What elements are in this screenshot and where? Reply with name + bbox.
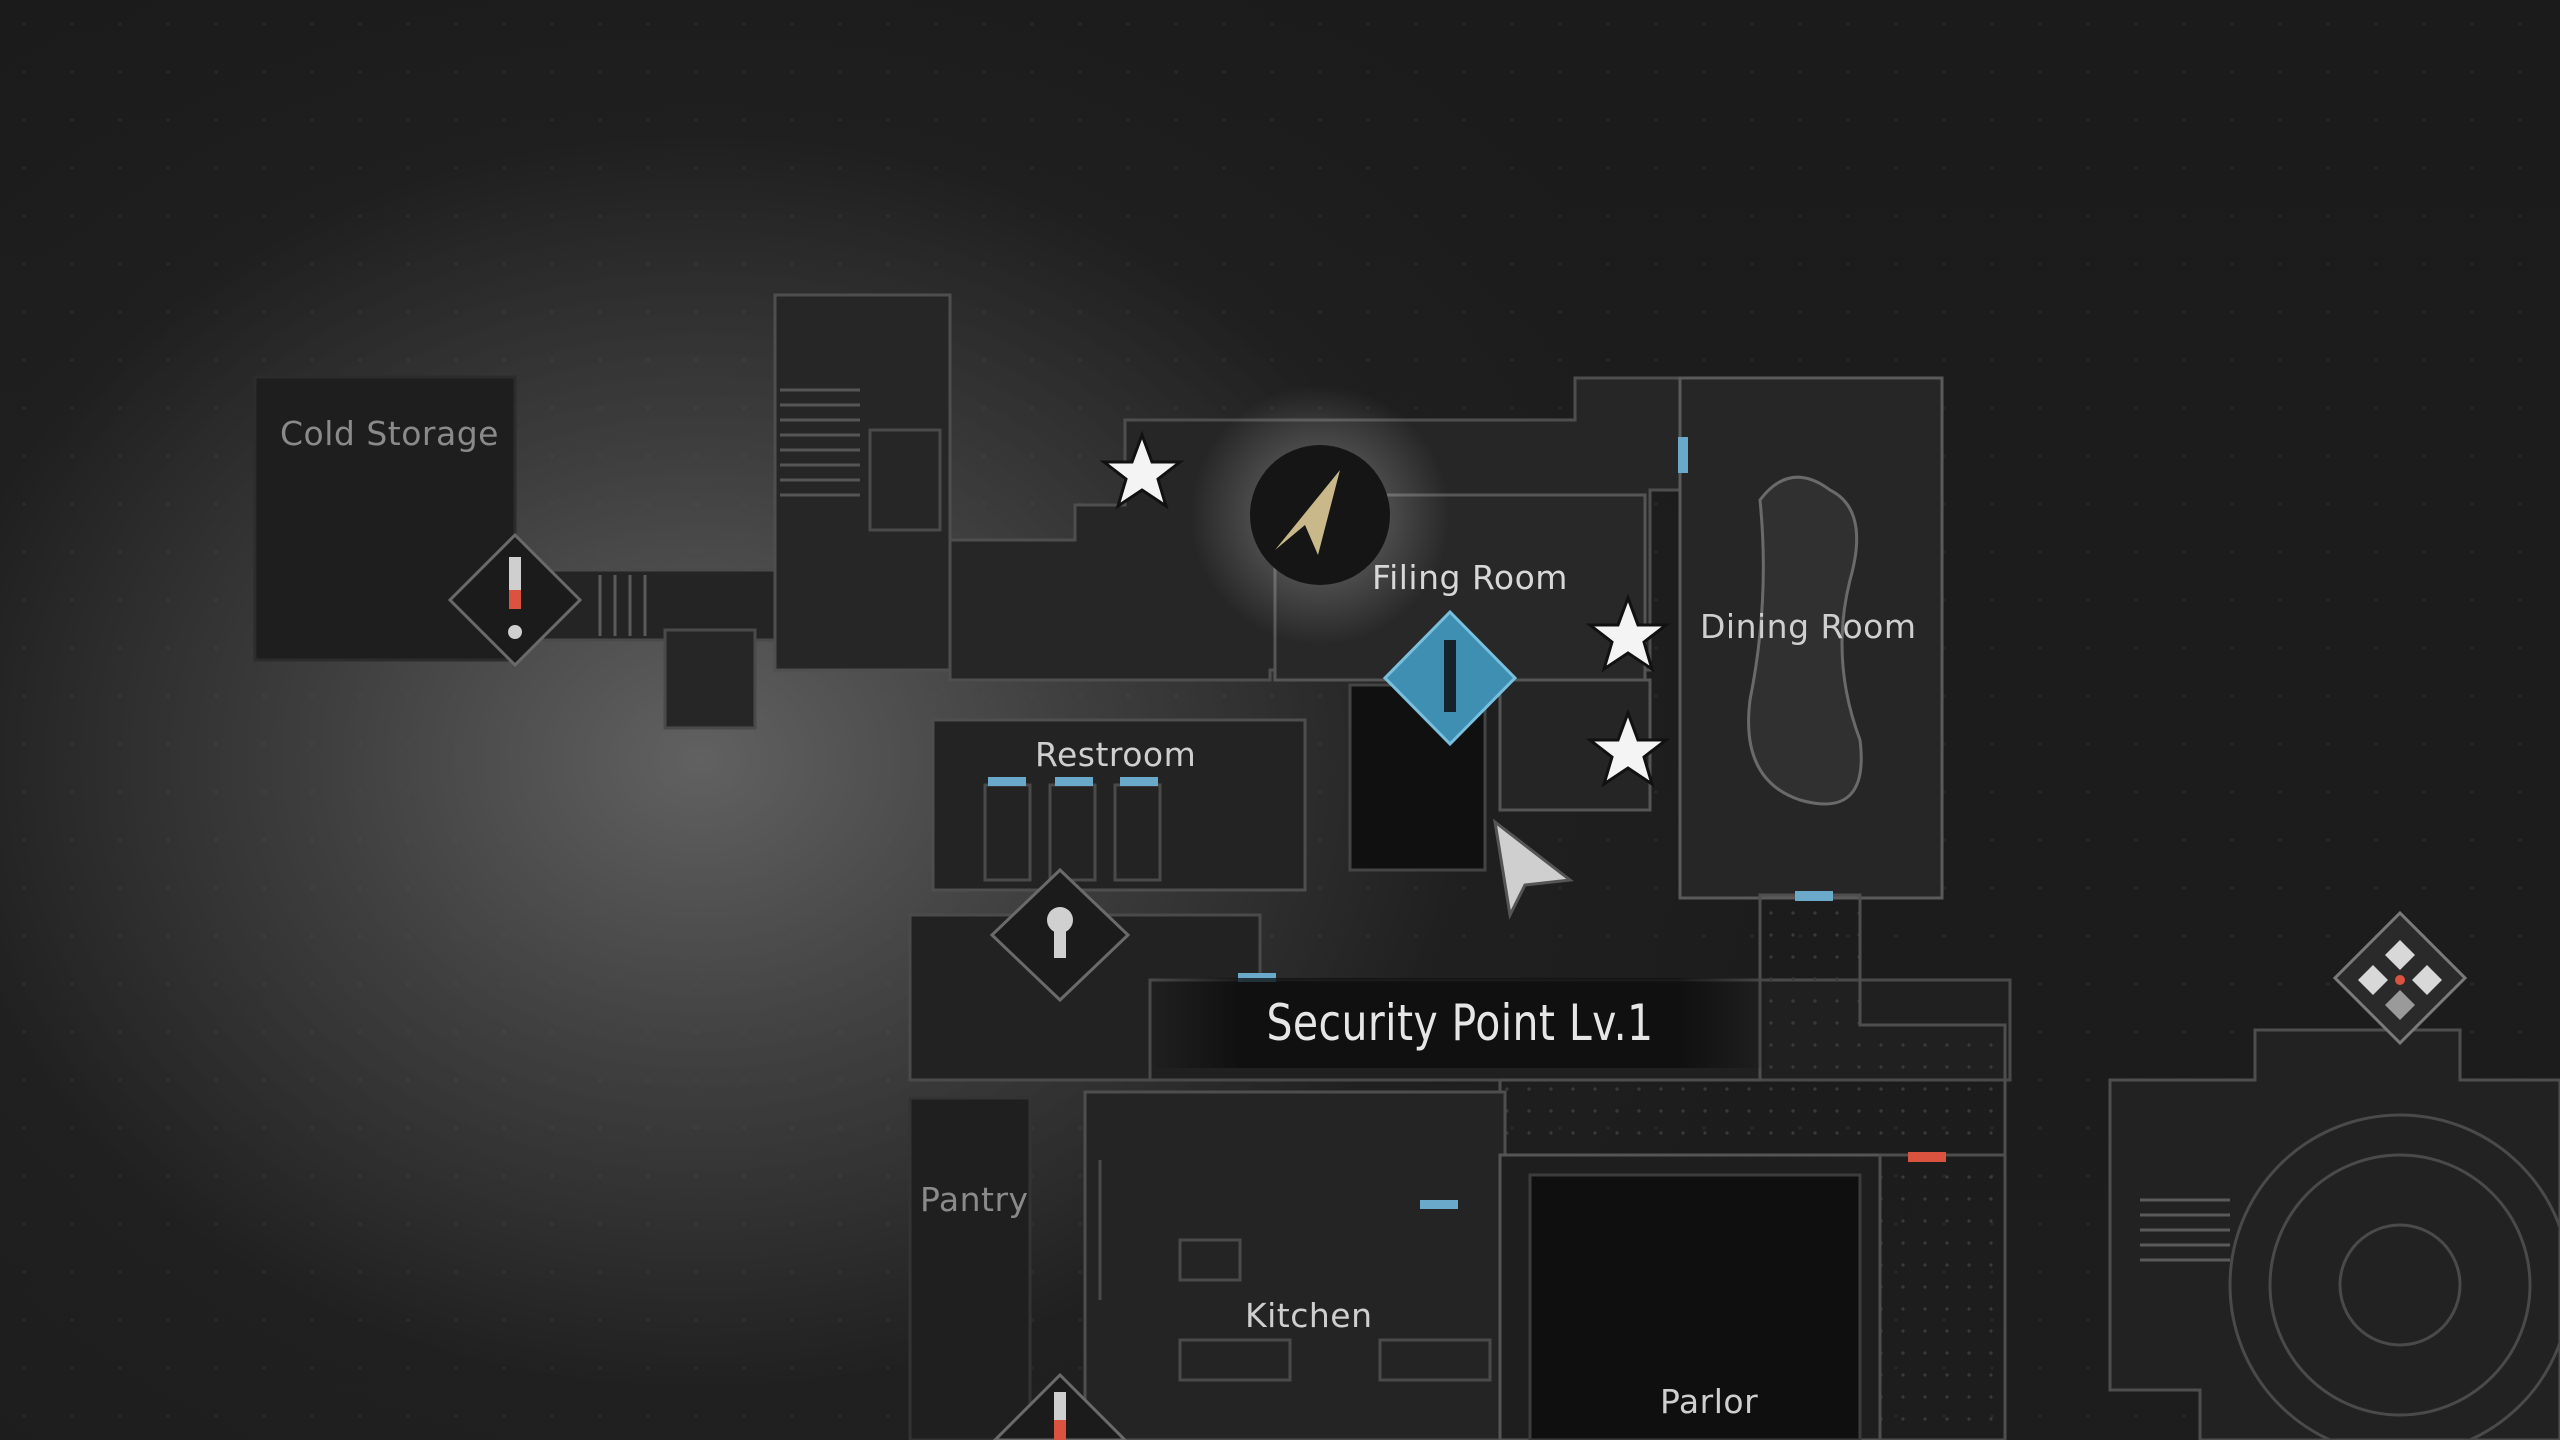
room-label-filing-room: Filing Room (1372, 558, 1568, 597)
map-compass-icon[interactable] (2332, 910, 2468, 1046)
room-label-dining-room: Dining Room (1700, 607, 1917, 646)
exclamation-icon[interactable] (992, 1372, 1128, 1440)
cursor-arrow-icon (1492, 818, 1574, 920)
room-label-restroom: Restroom (1035, 735, 1197, 774)
location-banner: Security Point Lv.1 (1150, 978, 1770, 1068)
room-kitchen[interactable] (1083, 1090, 1507, 1440)
player-arrow-icon (1250, 445, 1390, 585)
location-banner-text: Security Point Lv.1 (1266, 994, 1654, 1052)
objective-diamond-icon[interactable] (1382, 609, 1518, 747)
room-label-parlor: Parlor (1660, 1382, 1759, 1421)
room-stub-west (663, 628, 757, 730)
room-restroom[interactable] (931, 718, 1307, 892)
star-icon[interactable] (1585, 708, 1671, 788)
east-wing (2108, 1028, 2560, 1440)
star-icon[interactable] (1585, 593, 1671, 673)
room-pantry[interactable] (908, 1096, 1032, 1440)
locked-door (1908, 1152, 1946, 1162)
exclamation-icon[interactable] (447, 532, 583, 668)
dining-table (1747, 475, 1863, 806)
stairwell (773, 293, 952, 672)
room-label-kitchen: Kitchen (1245, 1296, 1373, 1335)
room-label-pantry: Pantry (920, 1180, 1029, 1219)
keyhole-icon[interactable] (989, 867, 1131, 1003)
star-icon[interactable] (1099, 430, 1185, 510)
room-label-cold-storage: Cold Storage (280, 414, 499, 453)
